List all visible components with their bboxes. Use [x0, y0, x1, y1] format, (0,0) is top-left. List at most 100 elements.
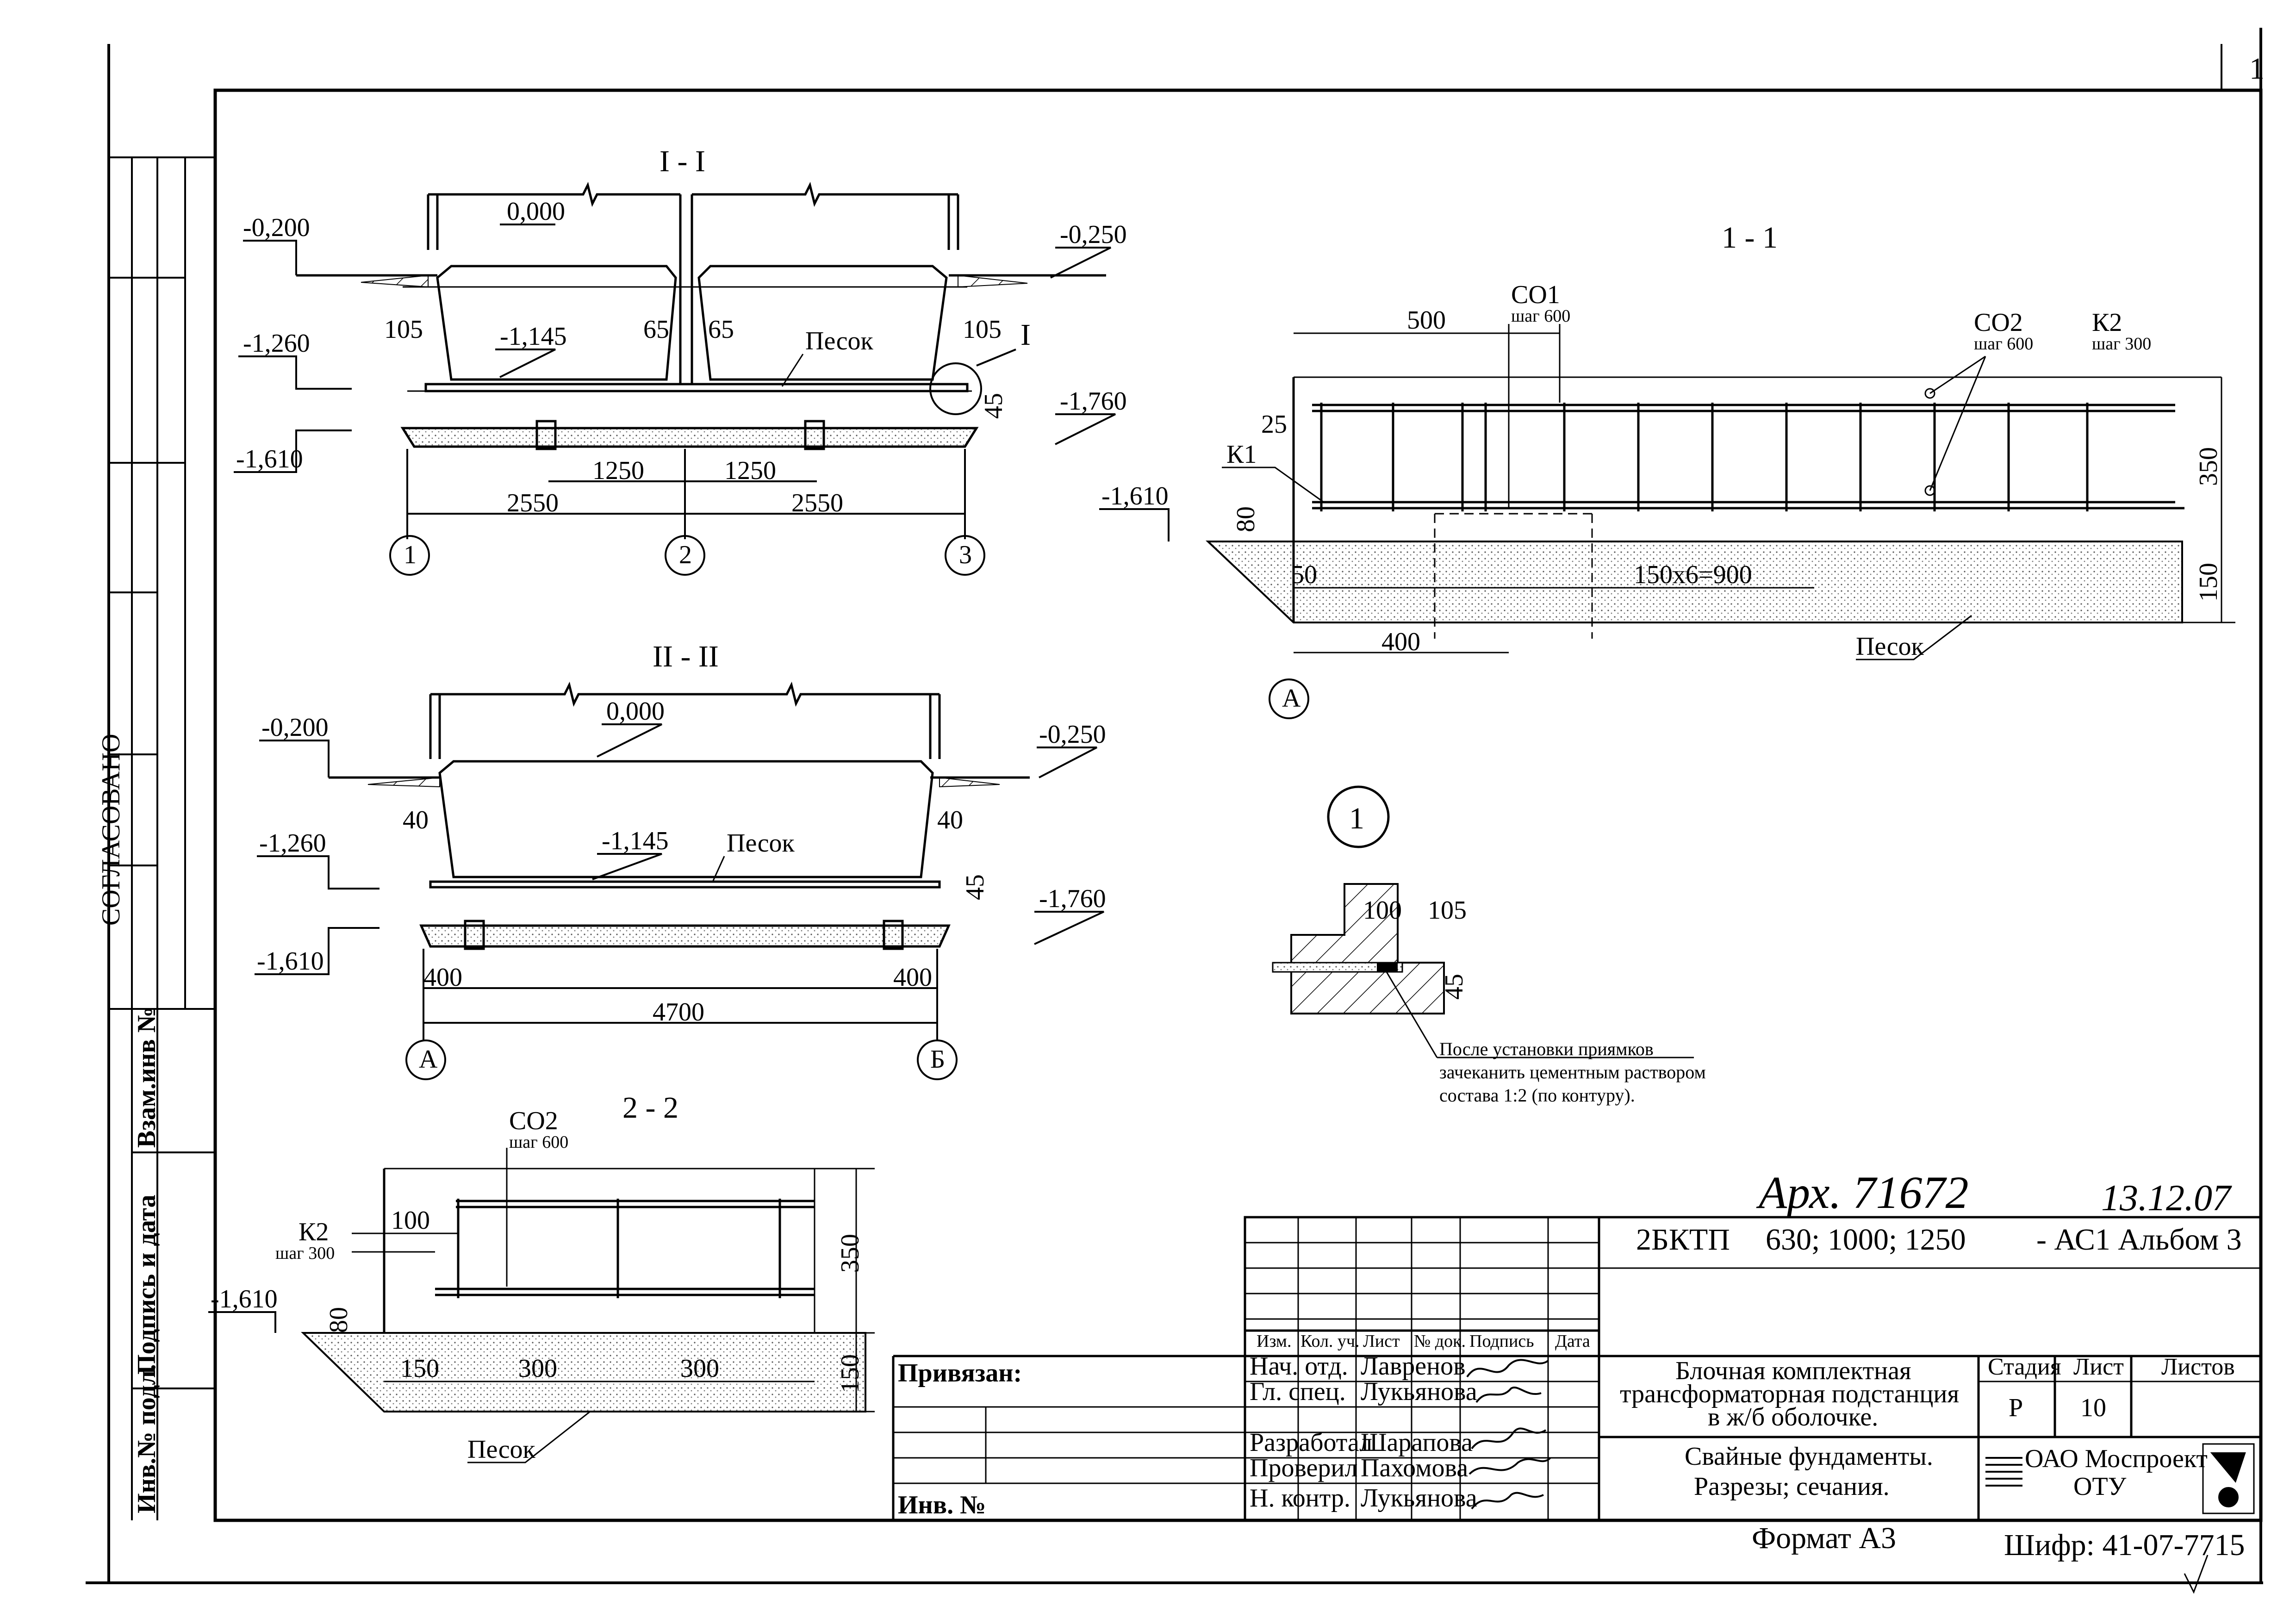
dim-50: 50 — [1291, 560, 1317, 589]
format-label: Формат А3 — [1752, 1521, 1896, 1555]
co2-step: шаг 600 — [1974, 334, 2033, 354]
axis-1-label: 1 — [404, 541, 417, 569]
dim-45: 45 — [979, 393, 1008, 419]
dim-1250-b: 1250 — [724, 456, 776, 485]
dim-40-left: 40 — [403, 806, 429, 834]
level-label: -1,610 — [1101, 482, 1169, 510]
sign-date-label: Подпись и дата — [132, 1195, 161, 1375]
department: ОТУ — [2073, 1472, 2127, 1501]
sheet-title-line-1: Свайные фундаменты. — [1685, 1442, 1933, 1471]
dim-2550-b: 2550 — [791, 489, 843, 517]
signature-scribbles — [1466, 1359, 1551, 1510]
inv-orig-label: Инв.№ подл. — [132, 1364, 161, 1513]
level-label: -1,610 — [211, 1285, 278, 1313]
level-left-low: -1,610 — [257, 947, 324, 976]
dim-350: 350 — [836, 1234, 865, 1273]
dim-105-left: 105 — [384, 315, 423, 344]
level-left-low: -1,610 — [236, 445, 303, 473]
row-role: Гл. спец. — [1250, 1377, 1346, 1406]
col-header-date: Дата — [1555, 1332, 1590, 1351]
row-role: Н. контр. — [1250, 1484, 1350, 1512]
dim-2550-a: 2550 — [507, 489, 559, 517]
object-line-2: трансформаторная подстанция — [1620, 1380, 1959, 1408]
dim-25: 25 — [1261, 410, 1287, 439]
level-right-low: -1,760 — [1060, 387, 1127, 416]
row-role: Проверил — [1250, 1454, 1357, 1482]
node-I-marker — [929, 362, 982, 415]
sand-label: Песок — [1856, 632, 1924, 661]
col-header-docno: № док. — [1414, 1332, 1466, 1351]
row-name: Пахомова — [1361, 1454, 1468, 1482]
co1-label: СО1 — [1511, 280, 1560, 309]
dim-65-b: 65 — [708, 315, 734, 344]
row-name: Лукьянова — [1361, 1484, 1477, 1512]
node-1-marker — [1327, 785, 1390, 848]
level-right-top: -0,250 — [1039, 720, 1106, 749]
level-floor: -1,145 — [602, 827, 669, 855]
object-line-1: Блочная комплектная — [1675, 1356, 1911, 1385]
level-left-top: -0,200 — [261, 713, 329, 742]
section-2-2: 2 - 2 СО2 шаг 600 К2 шаг 300 — [208, 1091, 875, 1464]
level-left-top: -0,200 — [243, 213, 310, 242]
dim-500: 500 — [1407, 306, 1446, 335]
axis-2-marker — [665, 535, 705, 576]
row-name: Лукьянова — [1361, 1377, 1477, 1406]
row-name: Шарапова — [1361, 1428, 1473, 1457]
axis-A-marker — [405, 1039, 446, 1080]
row-name: Лавренов — [1361, 1352, 1466, 1381]
k2-label: К2 — [299, 1218, 329, 1246]
dim-300-a: 300 — [518, 1354, 557, 1383]
sand-label: Песок — [805, 327, 874, 355]
col-header-count: Кол. уч. — [1300, 1332, 1360, 1351]
section-II-title: II - II — [653, 640, 719, 673]
level-left-mid: -1,260 — [259, 829, 326, 858]
axis-B-label: Б — [930, 1045, 945, 1074]
axis-A-marker — [1269, 678, 1309, 719]
node-I-label: I — [1020, 318, 1031, 352]
sheet-label: Лист — [2073, 1354, 2124, 1380]
co2-label: СО2 — [1974, 308, 2023, 337]
dim-150: 150 — [400, 1354, 439, 1383]
sheets-label: Листов — [2161, 1354, 2235, 1380]
stage-label: Стадия — [1988, 1354, 2061, 1380]
axis-B-marker — [917, 1039, 958, 1080]
section-I-title: I - I — [660, 144, 705, 178]
co2-step: шаг 600 — [509, 1132, 568, 1152]
row-role: Нач. отд. — [1250, 1352, 1348, 1381]
section-2-2-title: 2 - 2 — [622, 1091, 678, 1125]
level-right-low: -1,760 — [1039, 884, 1106, 913]
level-zero: 0,000 — [507, 197, 565, 226]
k2-step: шаг 300 — [2092, 334, 2151, 354]
product-code: 2БКТП — [1636, 1223, 1730, 1257]
section-II: II - II -0,200 0,000 -0,250 -1,260 -1,61… — [255, 640, 1106, 1080]
level-floor: -1,145 — [500, 322, 567, 351]
level-right-top: -0,250 — [1060, 220, 1127, 249]
note-line-2: зачеканить цементным раствором — [1439, 1062, 1706, 1083]
axis-3-marker — [945, 535, 985, 576]
dim-150-right: 150 — [836, 1354, 865, 1393]
node-1-label: 1 — [1349, 802, 1364, 835]
dim-400-right: 400 — [893, 963, 932, 992]
archive-number: Арх. 71672 — [1756, 1167, 1968, 1218]
section-1-1-title: 1 - 1 — [1722, 221, 1778, 255]
col-header-change: Изм. — [1257, 1332, 1291, 1351]
dim-65-a: 65 — [643, 315, 669, 344]
axis-1-marker — [389, 535, 430, 576]
bound-label: Привязан: — [898, 1359, 1022, 1388]
stage-value: Р — [2009, 1394, 2023, 1422]
side-panel — [109, 156, 215, 1520]
replace-inv-label: Взам.инв № — [132, 1007, 161, 1148]
dim-400: 400 — [1381, 628, 1420, 656]
axis-A-label: А — [1282, 684, 1301, 713]
company-name: ОАО Моспроект — [2025, 1444, 2208, 1473]
dim-400-left: 400 — [423, 963, 462, 992]
approved-label: СОГЛАСОВАНО — [97, 734, 125, 926]
dim-105-right: 105 — [963, 315, 1002, 344]
axis-3-label: 3 — [959, 541, 972, 569]
level-left-mid: -1,260 — [243, 329, 310, 358]
sand-label: Песок — [727, 829, 795, 858]
company-logo-icon — [1985, 1443, 2255, 1514]
co2-label: СО2 — [509, 1107, 558, 1135]
dim-45: 45 — [961, 874, 989, 900]
sand-label: Песок — [467, 1435, 536, 1464]
